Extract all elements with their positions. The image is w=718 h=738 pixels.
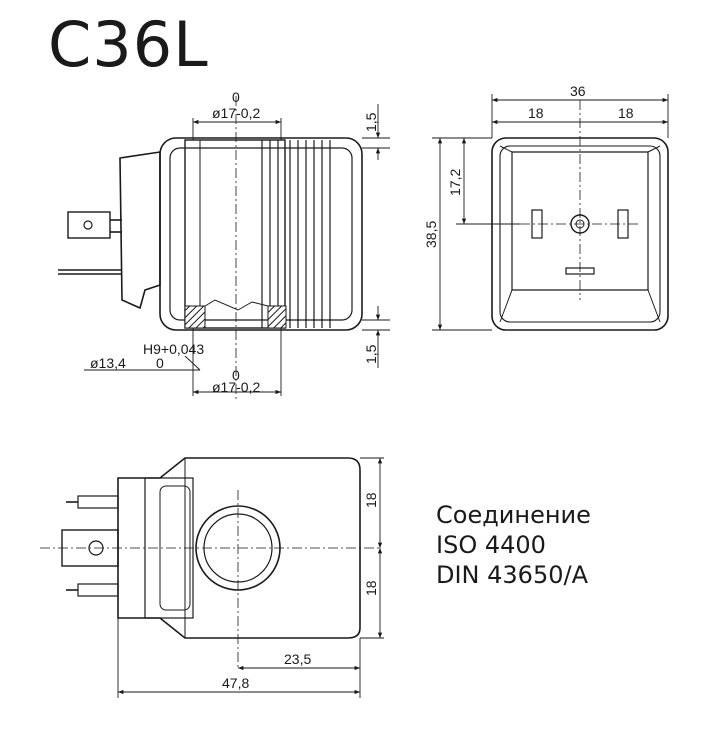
dim-bore-fit: H9+0,043 bbox=[143, 341, 204, 357]
dim-top-bore: ø17-0,2 bbox=[212, 105, 260, 121]
top-view bbox=[40, 457, 380, 670]
dim-bore-tolerance: 0 bbox=[156, 355, 164, 371]
dim-bore-diameter: ø13,4 bbox=[90, 355, 126, 371]
dim-half-left: 18 bbox=[528, 105, 544, 121]
side-view-dimensions bbox=[84, 104, 390, 396]
dim-bottom-tolerance: 0 bbox=[232, 367, 240, 383]
product-title: C36L bbox=[48, 8, 209, 81]
dim-flange-bottom: 1,5 bbox=[363, 344, 379, 364]
dim-length-total: 47,8 bbox=[222, 675, 249, 691]
dim-bottom-bore: ø17-0,2 bbox=[212, 379, 260, 395]
dim-pin-height: 17,2 bbox=[447, 169, 463, 196]
dim-top-tolerance: 0 bbox=[232, 89, 240, 105]
dim-bottom-half-lower: 18 bbox=[363, 580, 379, 596]
top-view-dimensions bbox=[117, 457, 384, 698]
connection-spec: Соединение ISO 4400 DIN 43650/A bbox=[436, 500, 591, 590]
dim-width-total: 36 bbox=[570, 83, 586, 99]
dim-flange-top: 1,5 bbox=[363, 112, 379, 132]
connection-standard-iso: ISO 4400 bbox=[436, 531, 546, 559]
connection-label: Соединение bbox=[436, 501, 591, 529]
front-view bbox=[491, 100, 669, 331]
dim-half-right: 18 bbox=[618, 105, 634, 121]
dim-axis-offset: 23,5 bbox=[284, 651, 311, 667]
side-view bbox=[58, 96, 363, 400]
connection-standard-din: DIN 43650/A bbox=[436, 561, 588, 589]
front-view-dimensions bbox=[432, 94, 669, 331]
dim-height-total: 38,5 bbox=[423, 221, 439, 248]
dim-bottom-half-upper: 18 bbox=[363, 492, 379, 508]
